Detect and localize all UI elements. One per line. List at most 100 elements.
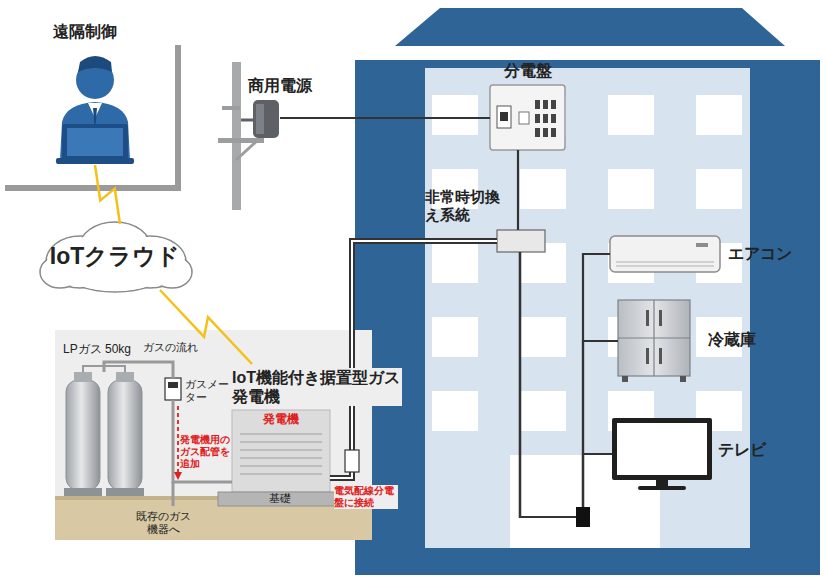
power-wire bbox=[520, 252, 610, 517]
utility-pole-part bbox=[256, 104, 264, 134]
air-conditioner-part bbox=[616, 262, 714, 266]
distribution-panel-part bbox=[535, 100, 540, 109]
node-label: 遠隔制御 bbox=[53, 22, 133, 41]
building-part bbox=[425, 68, 750, 548]
distribution-panel-part bbox=[535, 128, 540, 137]
television bbox=[612, 418, 712, 490]
distribution-panel-part bbox=[551, 128, 556, 137]
connector-path bbox=[517, 150, 519, 230]
gas-inset-part bbox=[55, 330, 372, 540]
cloud-shape-part bbox=[40, 222, 192, 292]
building-part bbox=[355, 60, 820, 575]
cloud-node: IoTクラウド bbox=[42, 224, 188, 290]
lp-gas-cylinders-part bbox=[64, 488, 102, 496]
gas-meter bbox=[165, 378, 181, 400]
air-conditioner-part bbox=[610, 236, 720, 272]
refrigerator-part bbox=[618, 300, 690, 376]
television-part bbox=[656, 480, 668, 486]
node-label: IoT機能付き据置型ガス発電機 bbox=[232, 368, 402, 406]
junction-box bbox=[345, 450, 359, 472]
node-label: テレビ bbox=[718, 440, 778, 459]
operator-icon-part bbox=[78, 56, 112, 72]
building-part bbox=[355, 548, 820, 575]
refrigerator-part bbox=[646, 348, 649, 364]
refrigerator bbox=[618, 300, 690, 382]
existing-gas-pipe bbox=[173, 482, 174, 506]
distribution-panel-part bbox=[497, 106, 511, 128]
gas-meter-part bbox=[165, 378, 181, 400]
distribution-panel-part bbox=[543, 114, 548, 123]
node-label: ガスメーター bbox=[185, 378, 231, 404]
power-wire bbox=[520, 252, 618, 517]
node-label: エアコン bbox=[728, 244, 804, 263]
transfer-switch bbox=[497, 230, 545, 252]
node-body: 発電機 bbox=[232, 412, 330, 426]
operator-icon-part bbox=[62, 124, 128, 160]
operator-icon-part bbox=[60, 102, 130, 160]
cloud-shape bbox=[40, 222, 192, 292]
lp-gas-cylinders-part bbox=[66, 380, 100, 490]
distribution-panel-part bbox=[500, 112, 508, 121]
building-part bbox=[395, 8, 785, 46]
gas-inset bbox=[55, 330, 372, 540]
refrigerator-part bbox=[680, 376, 686, 382]
distribution-panel-part bbox=[519, 112, 529, 124]
flow-label: ガスの流れ bbox=[143, 341, 205, 354]
refrigerator-part bbox=[659, 310, 662, 326]
gas-pipe bbox=[104, 362, 173, 378]
building bbox=[355, 8, 820, 575]
connector-path bbox=[95, 165, 120, 224]
refrigerator-part bbox=[659, 348, 662, 364]
added-pipe-arrow-part bbox=[174, 472, 182, 480]
node-label: IoTクラウド bbox=[42, 243, 188, 271]
panel-node: 分電盤 bbox=[490, 85, 565, 150]
refrigerator-part bbox=[646, 310, 649, 326]
power-pole-node: 商用電源 bbox=[218, 62, 280, 210]
power-wire bbox=[330, 241, 497, 478]
power-wire bbox=[280, 118, 490, 119]
lp-gas-cylinders-part bbox=[106, 488, 144, 496]
air-conditioner bbox=[610, 236, 720, 272]
television-part bbox=[638, 486, 686, 490]
appliance-node: エアコン bbox=[610, 236, 720, 272]
operator-icon-part bbox=[67, 128, 123, 156]
foundation bbox=[218, 492, 342, 506]
foundation-part bbox=[218, 492, 342, 506]
utility-pole-part bbox=[253, 100, 279, 138]
air-conditioner-part bbox=[696, 243, 708, 247]
connector-path bbox=[520, 252, 618, 517]
appliance-node: 冷蔵庫 bbox=[618, 300, 690, 382]
lp-gas-cylinders-part bbox=[108, 380, 142, 490]
junction-box bbox=[576, 507, 590, 527]
node-label: LPガス 50kg bbox=[63, 342, 143, 356]
connector-path bbox=[280, 117, 490, 119]
connector-path bbox=[173, 400, 232, 482]
distribution-panel-part bbox=[543, 100, 548, 109]
note-label: 電気配線分電盤に接続 bbox=[334, 485, 398, 509]
distribution-panel bbox=[490, 85, 565, 150]
connector-path bbox=[104, 362, 173, 378]
meter-node: ガスメーター bbox=[165, 378, 181, 400]
cylinder-node: LPガス 50kg bbox=[63, 372, 145, 496]
operator-node: 遠隔制御 bbox=[55, 48, 135, 165]
node-label: 商用電源 bbox=[248, 76, 320, 95]
wireless-link bbox=[95, 165, 120, 224]
power-wire bbox=[518, 150, 519, 230]
lp-gas-cylinders bbox=[64, 366, 144, 496]
refrigerator-part bbox=[618, 300, 690, 376]
utility-pole-part bbox=[241, 119, 253, 122]
switch-node: 非常時切換え系統 bbox=[497, 230, 545, 252]
distribution-panel-part bbox=[551, 100, 556, 109]
connector-path bbox=[520, 252, 612, 517]
gas-generator-part bbox=[240, 434, 322, 474]
existing-gas-pipe-part bbox=[172, 482, 175, 506]
gas-generator-part bbox=[232, 410, 330, 492]
transfer-switch-part bbox=[497, 230, 545, 252]
power-wire bbox=[330, 241, 497, 478]
utility-pole-part bbox=[232, 62, 241, 210]
added-pipe-arrow-part bbox=[177, 406, 179, 474]
connector-path bbox=[330, 241, 497, 478]
remote-frame-part bbox=[5, 45, 178, 188]
node-label: 分電盤 bbox=[490, 61, 565, 80]
